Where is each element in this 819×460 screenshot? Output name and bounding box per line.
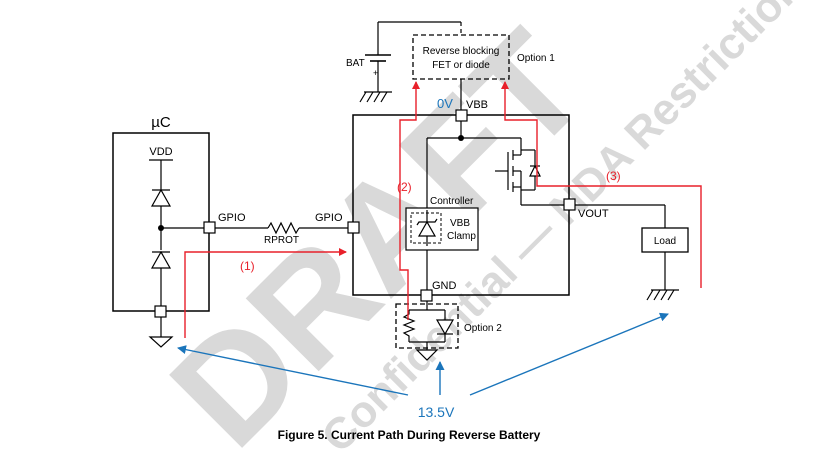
path-1-label: (1): [240, 259, 255, 273]
vbb-clamp-line1: VBB: [450, 218, 470, 229]
uc-gpio-pin: [203, 221, 216, 234]
device-vout-pin: [563, 198, 576, 211]
device-gnd-pin: [420, 289, 433, 302]
current-paths: [184, 81, 702, 338]
vbb-clamp-line2: Clamp: [447, 231, 476, 242]
vdd-label: VDD: [149, 146, 172, 158]
vout-label: VOUT: [578, 208, 609, 220]
path-3-label: (3): [606, 169, 621, 183]
path-2-label: (2): [397, 180, 412, 194]
bat-label: BAT: [346, 58, 365, 69]
uc-gpio-label: GPIO: [218, 212, 246, 224]
load-box: [641, 227, 689, 253]
figure-caption: Figure 5. Current Path During Reverse Ba…: [278, 428, 541, 442]
bat-plus-label: +: [373, 68, 378, 78]
uc-label: µC: [151, 114, 171, 131]
rprot-resistor: [215, 221, 348, 235]
uc-ground-icon: [148, 317, 174, 348]
reverse-voltage-arrows: [177, 312, 669, 396]
option1-label: Option 1: [517, 53, 555, 64]
clamp-diode-icon: [416, 210, 438, 246]
current-path-2: [399, 81, 420, 320]
battery: [359, 21, 415, 103]
vbb-node-dot: [458, 135, 464, 141]
load-ground-icon: [646, 289, 679, 301]
reverse-voltage-label: 13.5V: [418, 404, 455, 420]
uc-gnd-pin: [154, 305, 167, 318]
load-wiring: [575, 204, 666, 290]
option2-ground-icon: [415, 349, 439, 361]
vbb-supply-wires: [415, 21, 462, 110]
gnd-label: GND: [432, 280, 457, 292]
option2-label: Option 2: [464, 323, 502, 334]
load-label: Load: [654, 236, 676, 247]
controller-box: [405, 207, 479, 251]
battery-ground-icon: [359, 91, 392, 103]
current-path-1: [184, 248, 347, 338]
vbb-label: VBB: [466, 99, 488, 111]
controller-label: Controller: [430, 196, 474, 207]
reverse-blocking-line1: Reverse blocking: [423, 46, 500, 57]
device-vbb-pin: [455, 109, 468, 122]
reverse-blocking-line2: FET or diode: [432, 60, 490, 71]
rprot-label: RPROT: [264, 235, 299, 246]
current-path-3: [501, 81, 702, 288]
vbb-clamp-dashed: [410, 212, 442, 244]
device-gpio-label: GPIO: [315, 212, 343, 224]
vbb-0v-label: 0V: [437, 96, 453, 111]
uc-node-dot: [158, 225, 164, 231]
device-gpio-pin: [347, 221, 360, 234]
